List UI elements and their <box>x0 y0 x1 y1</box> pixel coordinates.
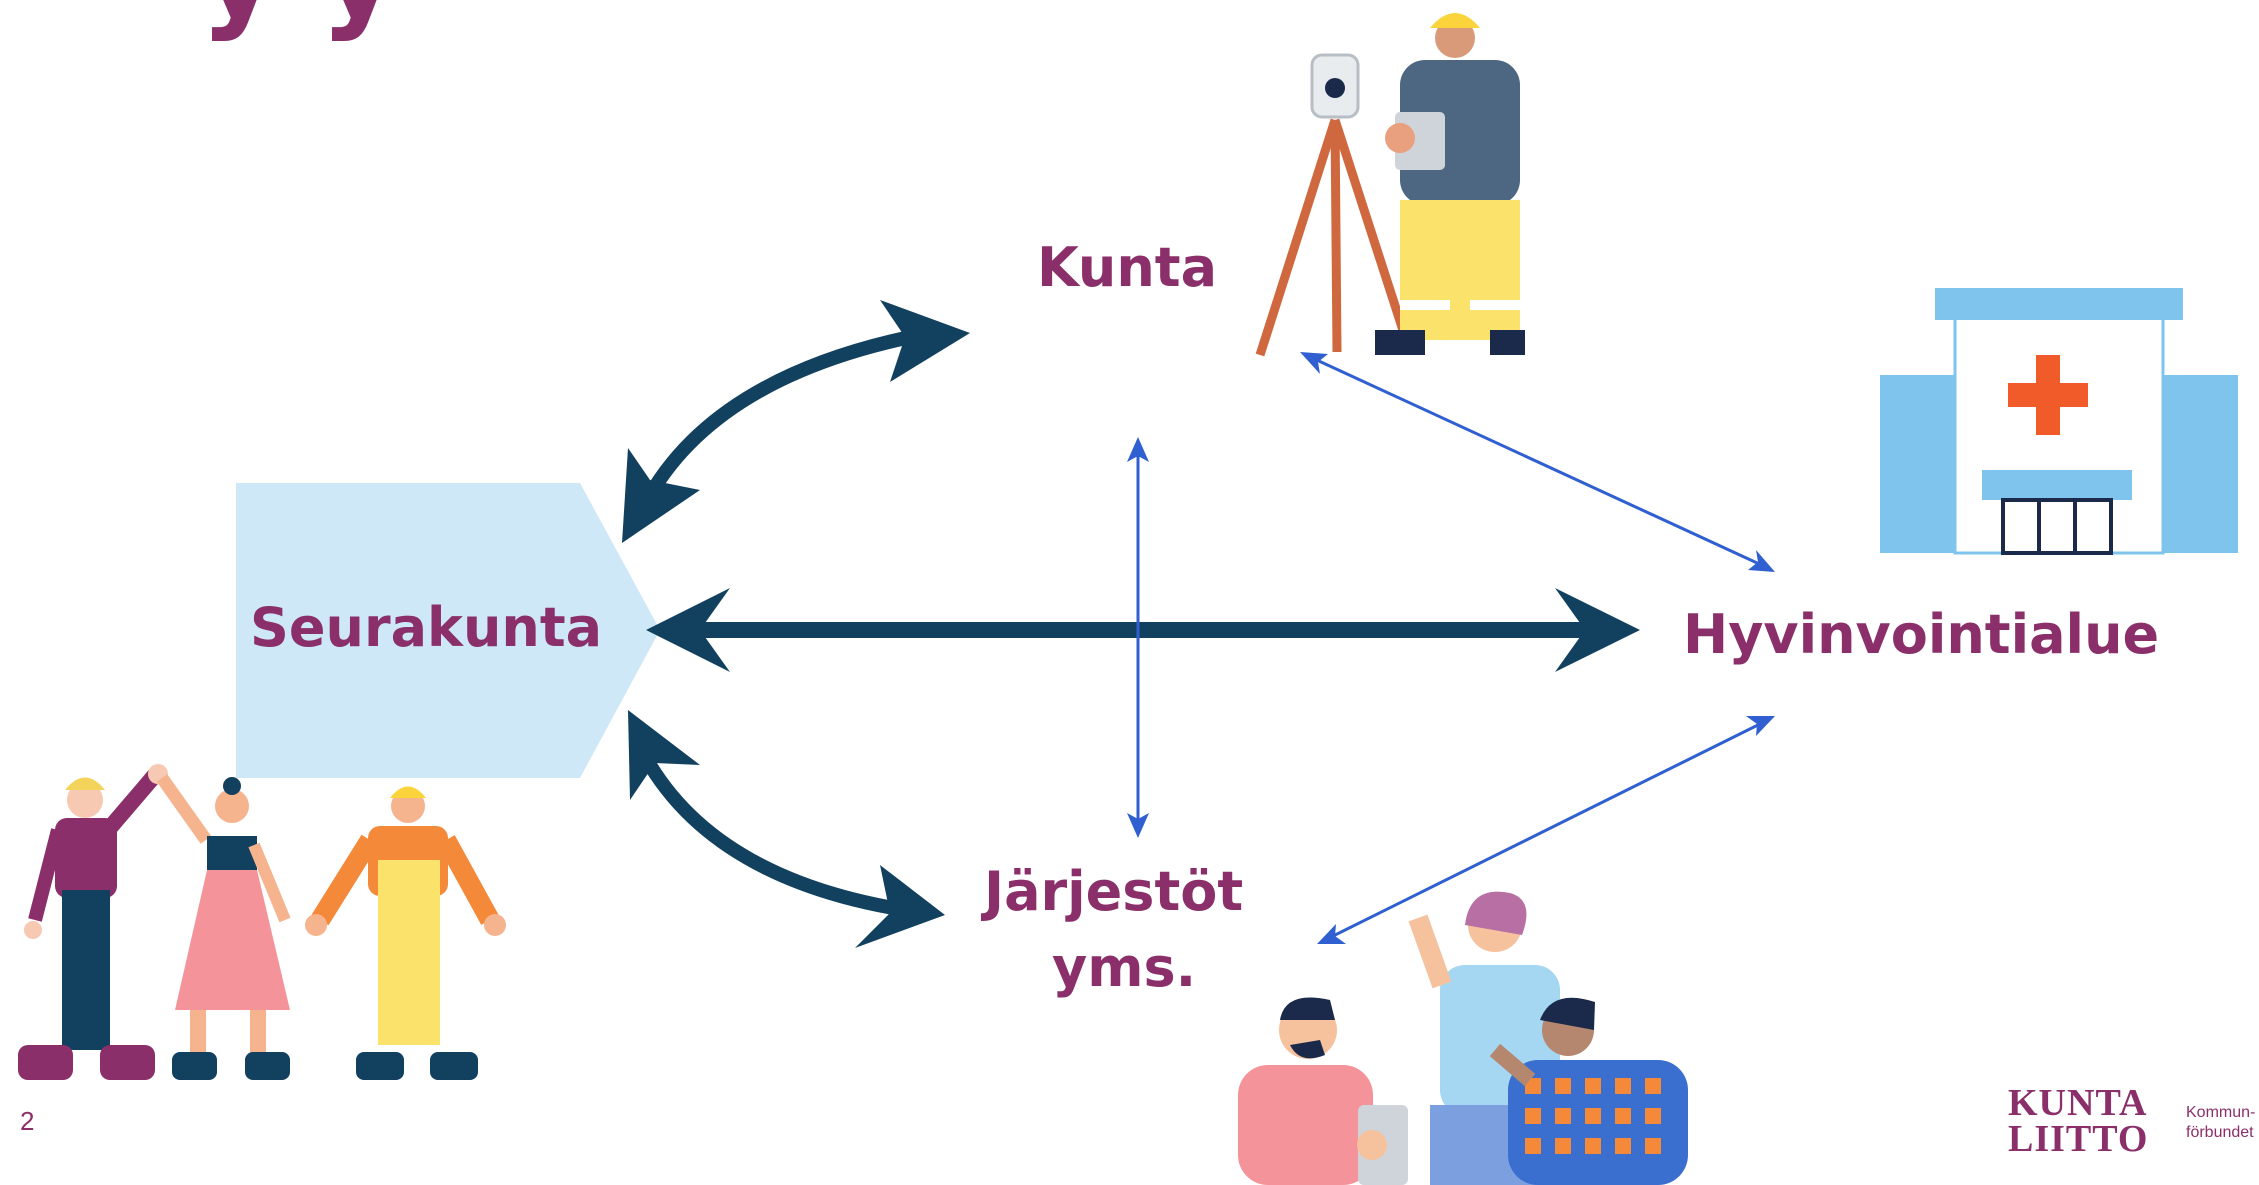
arrowhead-jarjestot-up <box>1127 813 1149 838</box>
seurakunta-shape <box>236 483 660 778</box>
arrowhead-jarjestot <box>855 865 945 948</box>
arrowhead-kunta <box>880 300 970 382</box>
logo-sub2: förbundet <box>2186 1124 2254 1141</box>
arrowhead-jarjestot-diag <box>1317 924 1346 944</box>
logo-line2: LIITTO <box>2008 1118 2149 1160</box>
arrowhead-hyvinvointialue-top <box>1748 550 1775 572</box>
arrow-seurakunta-jarjestot <box>644 761 907 917</box>
logo-wordmark: KUNTA LIITTO <box>2008 1082 2149 1160</box>
logo-subtext: Kommun- förbundet <box>2186 1103 2255 1143</box>
arrowhead-seurakunta-top <box>622 448 700 543</box>
arrowhead-seurakunta-left <box>646 588 730 672</box>
node-label-hyvinvointialue: Hyvinvointialue <box>1683 603 2160 666</box>
logo-sub1: Kommun- <box>2186 1104 2256 1121</box>
node-label-kunta: Kunta <box>1037 236 1218 299</box>
arrow-kunta-hyvinvointialue <box>1307 354 1769 570</box>
arrowhead-kunta-down-top <box>1127 437 1149 462</box>
node-label-jarjestot-line1: Järjestöt <box>984 860 1244 923</box>
slide-title-fragment: y y <box>200 0 398 44</box>
arrowhead-hyvinvointialue <box>1555 588 1640 672</box>
arrow-hyvinvointialue-jarjestot <box>1324 718 1769 942</box>
logo-line1: KUNTA <box>2008 1082 2148 1124</box>
kuntaliitto-logo: KUNTA LIITTO Kommun- förbundet <box>2008 1082 2259 1165</box>
arrow-seurakunta-kunta <box>643 328 922 499</box>
page-number: 2 <box>20 1106 35 1136</box>
arrowhead-kunta-diag <box>1300 352 1328 374</box>
node-label-jarjestot-line2: yms. <box>1052 936 1197 999</box>
node-label-seurakunta: Seurakunta <box>250 596 603 659</box>
arrowhead-hyvinvointialue-bottom <box>1746 716 1775 736</box>
arrowhead-seurakunta-bottom <box>628 710 700 800</box>
